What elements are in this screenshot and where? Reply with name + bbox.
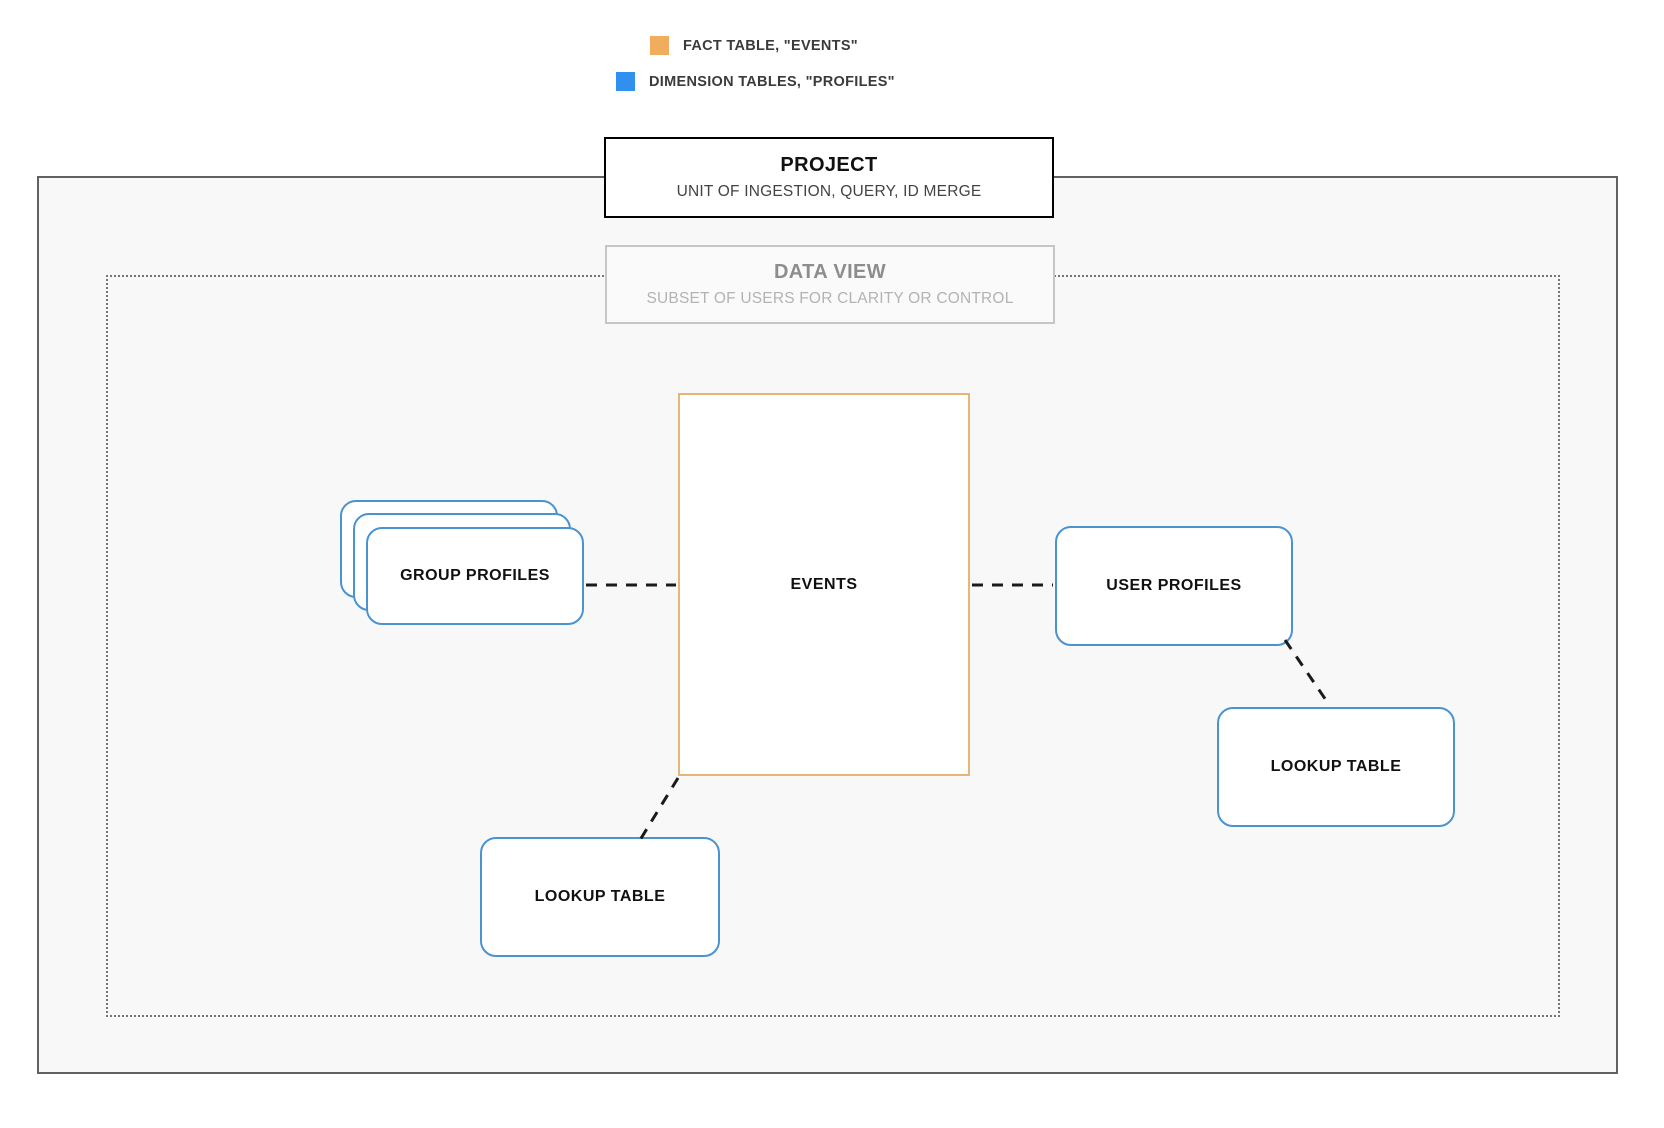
data-view-title-box: DATA VIEW SUBSET OF USERS FOR CLARITY OR… (605, 245, 1055, 324)
project-title: PROJECT (780, 154, 878, 177)
node-events[interactable]: EVENTS (678, 393, 970, 776)
dimension-tables-swatch (616, 72, 635, 91)
fact-table-swatch (650, 36, 669, 55)
legend-label-dimension-tables: DIMENSION TABLES, "PROFILES" (649, 73, 895, 90)
node-lookup-table-right-label: LOOKUP TABLE (1270, 758, 1402, 775)
node-group-profiles-label: GROUP PROFILES (400, 567, 550, 584)
data-view-title: DATA VIEW (773, 261, 887, 284)
node-group-profiles[interactable]: GROUP PROFILES (366, 527, 584, 625)
legend-item-fact-table: FACT TABLE, "EVENTS" (650, 36, 858, 55)
node-events-label: EVENTS (790, 575, 858, 593)
project-title-box: PROJECT UNIT OF INGESTION, QUERY, ID MER… (604, 137, 1054, 218)
node-lookup-table-right[interactable]: LOOKUP TABLE (1217, 707, 1455, 827)
legend-label-fact-table: FACT TABLE, "EVENTS" (683, 37, 858, 54)
node-user-profiles[interactable]: USER PROFILES (1055, 526, 1293, 646)
node-lookup-table-left-label: LOOKUP TABLE (534, 888, 666, 905)
node-lookup-table-left[interactable]: LOOKUP TABLE (480, 837, 720, 957)
project-subtitle: UNIT OF INGESTION, QUERY, ID MERGE (676, 183, 982, 201)
data-view-subtitle: SUBSET OF USERS FOR CLARITY OR CONTROL (646, 290, 1014, 308)
node-user-profiles-label: USER PROFILES (1106, 577, 1242, 594)
legend-item-dimension-tables: DIMENSION TABLES, "PROFILES" (616, 72, 895, 91)
